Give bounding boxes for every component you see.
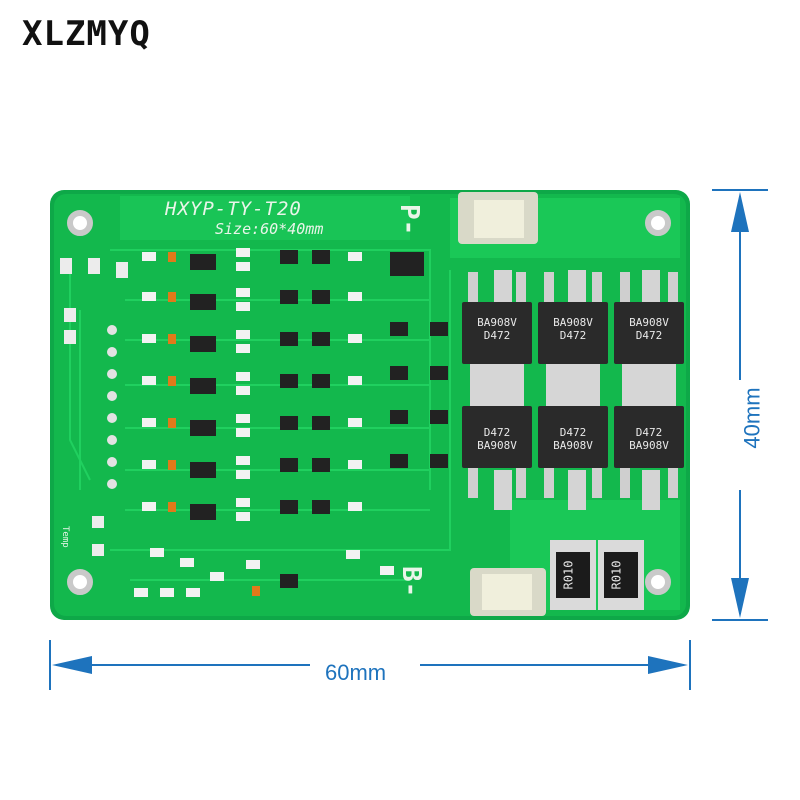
pcb-graphic: [50, 190, 690, 620]
height-dimension: 40mm: [739, 387, 765, 449]
brand-logo: XLZMYQ: [22, 14, 151, 54]
mounting-hole: [67, 210, 671, 595]
pcb-board: HXYP-TY-T20 Size:60*40mm P- B- Temp BA90…: [50, 190, 690, 620]
b-minus-label: B-: [396, 566, 426, 598]
p-minus-label: P-: [394, 204, 424, 236]
shunt-resistor-1-label: R010: [561, 560, 576, 590]
board-size: Size:60*40mm: [215, 220, 324, 238]
temp-label: Temp: [60, 526, 70, 548]
width-dimension: 60mm: [325, 660, 387, 685]
shunt-resistor-2-label: R010: [609, 560, 624, 590]
board-name: HXYP-TY-T20: [165, 198, 302, 220]
